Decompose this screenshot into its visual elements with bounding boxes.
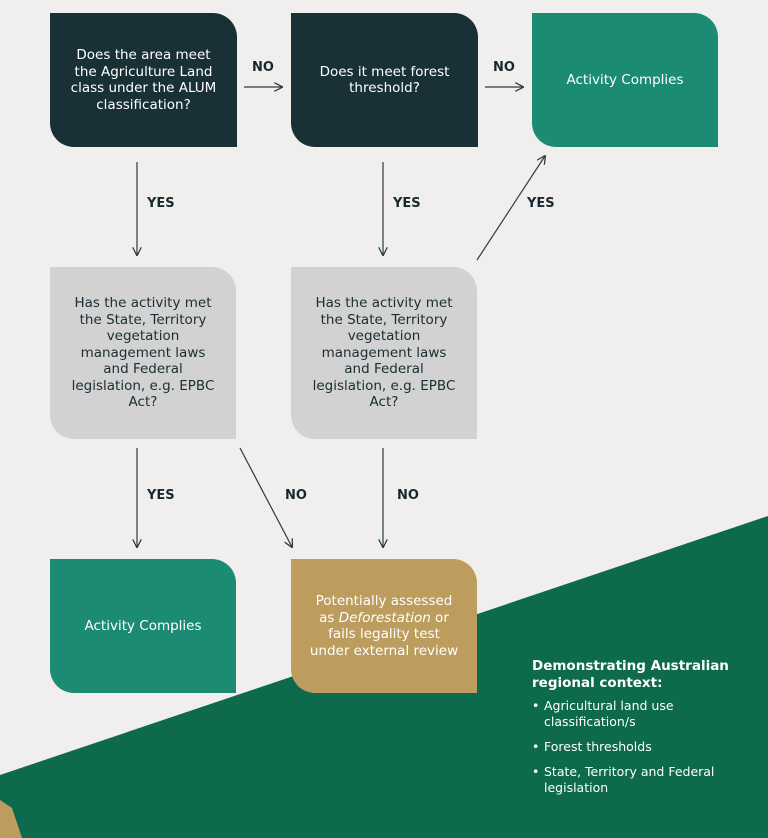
gold-corner-accent [0, 800, 22, 838]
outcome-potential-deforestation: Potentially assessed as Deforestation or… [291, 559, 477, 693]
outcome-prefix: Potentially assessed as [315, 593, 453, 626]
arrow-legal-left-to-outcome [239, 447, 292, 547]
outcome-activity-complies-bottom-text: Activity Complies [84, 617, 202, 634]
label-legal-left-to-complies: YES [147, 488, 175, 503]
outcome-emphasis: Deforestation [338, 609, 431, 626]
question-legislation-left-text: Has the activity met the State, Territor… [71, 295, 215, 411]
regional-context-item: Agricultural land use classification/s [532, 698, 752, 730]
label-forest-to-complies: NO [493, 60, 515, 75]
label-agri-to-forest: NO [252, 60, 274, 75]
label-agri-to-legal-left: YES [147, 196, 175, 211]
regional-context-item: State, Territory and Federal legislation [532, 764, 752, 796]
label-legal-right-to-outcome: NO [397, 488, 419, 503]
outcome-potential-deforestation-text: Potentially assessed as Deforestation or… [309, 593, 459, 659]
outcome-activity-complies-top-text: Activity Complies [566, 71, 684, 88]
question-forest-threshold-text: Does it meet forest threshold? [319, 63, 450, 97]
question-legislation-right-text: Has the activity met the State, Territor… [312, 295, 456, 411]
regional-context-list: Agricultural land use classification/s F… [532, 698, 752, 796]
outcome-activity-complies-bottom: Activity Complies [50, 559, 236, 693]
regional-context-title: Demonstrating Australian regional contex… [532, 658, 729, 691]
outcome-suffix: or fails legality test under external re… [309, 609, 459, 659]
question-agriculture-land-text: Does the area meet the Agriculture Land … [70, 47, 217, 113]
regional-context-panel: Demonstrating Australian regional contex… [532, 658, 752, 805]
question-legislation-left: Has the activity met the State, Territor… [50, 267, 236, 439]
label-legal-right-to-complies: YES [527, 196, 555, 211]
arrow-legal-right-to-complies [476, 156, 545, 261]
regional-context-item: Forest thresholds [532, 739, 752, 755]
outcome-activity-complies-top: Activity Complies [532, 13, 718, 147]
label-legal-left-to-outcome: NO [285, 488, 307, 503]
question-legislation-right: Has the activity met the State, Territor… [291, 267, 477, 439]
question-forest-threshold: Does it meet forest threshold? [291, 13, 478, 147]
label-forest-to-legal-right: YES [393, 196, 421, 211]
question-agriculture-land: Does the area meet the Agriculture Land … [50, 13, 237, 147]
